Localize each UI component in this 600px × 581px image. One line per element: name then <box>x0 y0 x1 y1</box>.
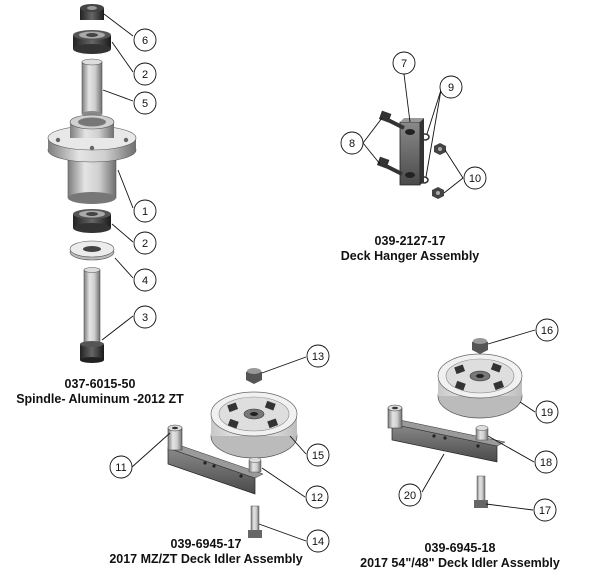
idler-mz-part-number: 039-6945-17 <box>170 537 242 551</box>
callout-9: 9 <box>439 75 463 99</box>
spindle-assembly <box>47 4 137 363</box>
svg-text:10: 10 <box>469 173 481 185</box>
idler-54-bolt <box>474 475 488 508</box>
idler-mz-pulley <box>210 391 298 459</box>
callout-2-lower: 2 <box>133 231 157 255</box>
svg-text:15: 15 <box>312 450 324 462</box>
svg-text:2: 2 <box>142 69 148 81</box>
spindle-spacer-tube <box>81 58 103 117</box>
callout-11: 11 <box>109 455 133 479</box>
svg-text:3: 3 <box>142 312 148 324</box>
leader-lines <box>101 13 536 542</box>
idler-54-spacer <box>475 425 489 441</box>
spindle-top-bearing <box>73 30 111 54</box>
svg-text:9: 9 <box>448 82 454 94</box>
hanger-washers <box>419 133 430 184</box>
idler-54-nut <box>472 338 488 354</box>
spindle-lower-bearing <box>73 209 111 233</box>
hanger-nuts <box>432 143 446 199</box>
idler-mz-spacer <box>248 457 262 473</box>
idler-54-assembly <box>387 338 523 508</box>
svg-text:1: 1 <box>142 206 148 218</box>
deck-hanger-caption: 039-2127-17 Deck Hanger Assembly <box>330 234 490 264</box>
hanger-bolt-lower <box>376 156 403 176</box>
svg-text:8: 8 <box>349 138 355 150</box>
idler-54-caption: 039-6945-18 2017 54"/48" Deck Idler Asse… <box>360 541 560 571</box>
deck-hanger-part-number: 039-2127-17 <box>374 234 446 248</box>
callout-4: 4 <box>133 268 157 292</box>
spindle-caption: 037-6015-50 Spindle- Aluminum -2012 ZT <box>10 377 190 407</box>
svg-text:5: 5 <box>142 98 148 110</box>
svg-text:11: 11 <box>115 462 126 474</box>
idler-54-pulley <box>437 353 523 419</box>
callout-5: 5 <box>133 91 157 115</box>
spindle-top-nut <box>80 4 104 20</box>
deck-hanger-name: Deck Hanger Assembly <box>340 249 480 263</box>
idler-mz-assembly <box>167 368 298 538</box>
idler-mz-name: 2017 MZ/ZT Deck Idler Assembly <box>109 552 303 566</box>
svg-text:18: 18 <box>540 457 552 469</box>
callout-18: 18 <box>534 450 558 474</box>
idler-mz-caption: 039-6945-17 2017 MZ/ZT Deck Idler Assemb… <box>108 537 304 567</box>
callout-16: 16 <box>535 318 559 342</box>
svg-text:4: 4 <box>142 275 148 287</box>
svg-text:7: 7 <box>401 58 407 70</box>
spindle-name: Spindle- Aluminum -2012 ZT <box>16 392 184 406</box>
spindle-part-number: 037-6015-50 <box>64 377 136 391</box>
callout-2-top: 2 <box>133 62 157 86</box>
idler-mz-bolt <box>248 505 262 538</box>
callout-6: 6 <box>133 28 157 52</box>
idler-54-name: 2017 54"/48" Deck Idler Assembly <box>360 556 560 570</box>
callout-19: 19 <box>535 400 559 424</box>
svg-text:17: 17 <box>539 505 551 517</box>
svg-text:13: 13 <box>312 351 324 363</box>
callout-20: 20 <box>398 483 422 507</box>
callout-15: 15 <box>306 443 330 467</box>
idler-mz-nut <box>246 368 262 384</box>
svg-text:12: 12 <box>311 492 323 504</box>
callout-8: 8 <box>340 131 364 155</box>
hanger-bolt-upper <box>378 110 405 130</box>
idler-54-part-number: 039-6945-18 <box>424 541 496 555</box>
callout-13: 13 <box>306 344 330 368</box>
spindle-shaft <box>80 267 104 363</box>
svg-text:16: 16 <box>541 325 553 337</box>
svg-text:20: 20 <box>404 490 416 502</box>
svg-text:19: 19 <box>541 407 553 419</box>
callout-10: 10 <box>463 166 487 190</box>
deck-hanger-assembly <box>376 110 446 199</box>
callout-1: 1 <box>133 199 157 223</box>
callout-3: 3 <box>133 305 157 329</box>
callout-14: 14 <box>306 529 330 553</box>
spindle-housing <box>47 114 137 204</box>
callout-12: 12 <box>305 485 329 509</box>
svg-text:14: 14 <box>312 536 324 548</box>
idler-mz-arm <box>167 424 264 495</box>
callout-7: 7 <box>392 51 416 75</box>
svg-text:2: 2 <box>142 238 148 250</box>
callout-17: 17 <box>533 498 557 522</box>
svg-text:6: 6 <box>142 35 148 47</box>
spindle-seal <box>69 240 115 261</box>
callouts: 6 2 5 1 2 4 3 7 8 9 10 13 11 15 12 14 16… <box>109 28 559 553</box>
